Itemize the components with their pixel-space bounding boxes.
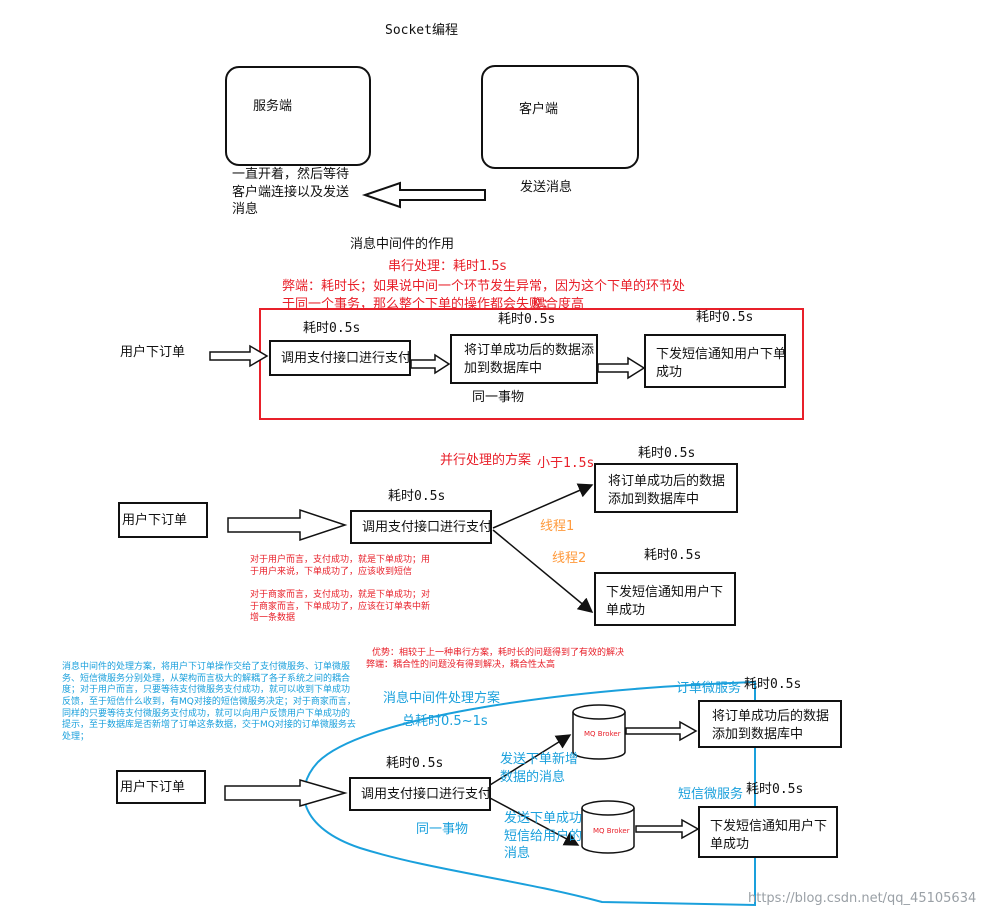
watermark: https://blog.csdn.net/qq_45105634 [748, 891, 977, 906]
serial-drawback: 弊端：耗时长；如果说中间一个环节发生异常，因为这个下单的环节处于同一个事务，那么… [282, 279, 686, 312]
mq-broker-2: MQ Broker [581, 800, 635, 854]
svg-text:MQ Broker: MQ Broker [584, 730, 621, 738]
mq-db-time: 耗时0.5s [744, 677, 802, 692]
serial-pay-box: 调用支付接口进行支付 [269, 340, 411, 376]
server-note: 一直开着，然后等待客户端连接以及发送消息 [232, 167, 350, 218]
parallel-less-than: 小于1.5s [537, 456, 595, 471]
parallel-db-box: 将订单成功后的数据添加到数据库中 [594, 463, 738, 513]
mq-user-order: 用户下订单 [116, 770, 206, 804]
serial-header: 串行处理：耗时1.5s [388, 259, 507, 274]
arrow-pay-to-db [410, 353, 451, 375]
client-label: 客户端 [519, 102, 559, 117]
arrow-broker1-to-db [625, 720, 698, 742]
parallel-sms-label: 下发短信通知用户下单成功 [606, 585, 724, 618]
socket-message-arrow [361, 181, 486, 209]
section-title: 消息中间件的作用 [350, 237, 455, 252]
mq-db-box: 将订单成功后的数据添加到数据库中 [698, 700, 842, 748]
mq-msg-sms: 发送下单成功短信给用户的消息 [504, 811, 583, 862]
svg-text:MQ Broker: MQ Broker [593, 827, 630, 835]
mq-db-label: 将订单成功后的数据添加到数据库中 [712, 709, 830, 742]
server-label: 服务端 [253, 99, 293, 114]
client-box: 客户端 [481, 65, 639, 169]
client-note: 发送消息 [520, 180, 573, 195]
serial-pay-label: 调用支付接口进行支付 [281, 351, 412, 366]
arrow-db-to-sms [597, 356, 646, 380]
mq-pay-time: 耗时0.5s [386, 756, 444, 771]
mq-pros: 优势：相较于上一种串行方案，耗时长的问题得到了有效的解决 [372, 648, 625, 658]
serial-pay-time: 耗时0.5s [303, 321, 361, 336]
arrow-pay-to-broker1 [489, 734, 572, 786]
mq-sms-label: 下发短信通知用户下单成功 [710, 819, 828, 852]
parallel-sms-box: 下发短信通知用户下单成功 [594, 572, 736, 626]
mq-msg-new-order: 发送下单新增数据的消息 [500, 752, 579, 785]
mq-total: 总耗时0.5~1s [402, 714, 488, 729]
serial-db-time: 耗时0.5s [498, 312, 556, 327]
mq-left-note: 消息中间件的处理方案，将用户下订单操作交给了支付微服务、订单微服务、短信微服务分… [62, 662, 356, 743]
transaction-frame [259, 308, 804, 420]
mq-title: 消息中间件处理方案 [383, 691, 501, 706]
arrow-pay-to-broker2 [489, 797, 580, 846]
mq-sms-box: 下发短信通知用户下单成功 [698, 806, 838, 858]
serial-sms-label: 下发短信通知用户下单成功 [656, 347, 787, 380]
mq-order-service: 订单微服务 [676, 681, 742, 696]
arrow-user-to-pay [209, 344, 269, 368]
arrow-thread2 [492, 529, 594, 613]
parallel-user-order: 用户下订单 [118, 502, 208, 538]
arrow-thread1 [492, 483, 594, 529]
mq-broker-1: MQ Broker [572, 704, 626, 760]
mq-sms-time: 耗时0.5s [746, 782, 804, 797]
arrow-broker2-to-sms [635, 818, 700, 840]
page-title: Socket编程 [385, 23, 458, 38]
serial-db-box: 将订单成功后的数据添加到数据库中 [450, 334, 598, 384]
serial-user-order-label: 用户下订单 [120, 345, 186, 360]
mq-cons: 弊端：耦合性的问题没有得到解决，耦合性太高 [366, 660, 556, 670]
parallel-thread2: 线程2 [552, 551, 587, 566]
parallel-pay-box: 调用支付接口进行支付 [350, 510, 492, 544]
serial-same-tx: 同一事物 [472, 390, 525, 405]
server-box: 服务端 [225, 66, 371, 166]
parallel-pay-label: 调用支付接口进行支付 [362, 520, 493, 535]
parallel-title: 并行处理的方案 [440, 453, 532, 468]
arrow-mq-user-to-pay [224, 779, 348, 807]
parallel-note-merchant: 对于商家而言，支付成功，就是下单成功；对于商家而言，下单成功了，应该在订单表中新… [250, 590, 431, 624]
parallel-pay-time: 耗时0.5s [388, 489, 446, 504]
parallel-db-time: 耗时0.5s [638, 446, 696, 461]
mq-sms-service: 短信微服务 [678, 787, 744, 802]
mq-pay-box: 调用支付接口进行支付 [349, 777, 491, 811]
parallel-db-label: 将订单成功后的数据添加到数据库中 [608, 474, 726, 507]
mq-user-order-label: 用户下订单 [120, 780, 186, 795]
serial-coupling: 耦合度高 [532, 297, 585, 312]
parallel-note-user: 对于用户而言，支付成功，就是下单成功；用于用户来说，下单成功了，应该收到短信 [250, 555, 431, 577]
serial-sms-time: 耗时0.5s [696, 310, 754, 325]
mq-same-tx: 同一事物 [416, 822, 469, 837]
parallel-thread1: 线程1 [540, 519, 575, 534]
serial-sms-box: 下发短信通知用户下单成功 [644, 334, 786, 388]
arrow-parallel-user-to-pay [227, 508, 348, 542]
parallel-user-order-label: 用户下订单 [122, 513, 188, 528]
serial-db-label: 将订单成功后的数据添加到数据库中 [464, 343, 595, 376]
mq-pay-label: 调用支付接口进行支付 [361, 787, 492, 802]
serial-user-order: 用户下订单 [118, 336, 208, 372]
parallel-sms-time: 耗时0.5s [644, 548, 702, 563]
